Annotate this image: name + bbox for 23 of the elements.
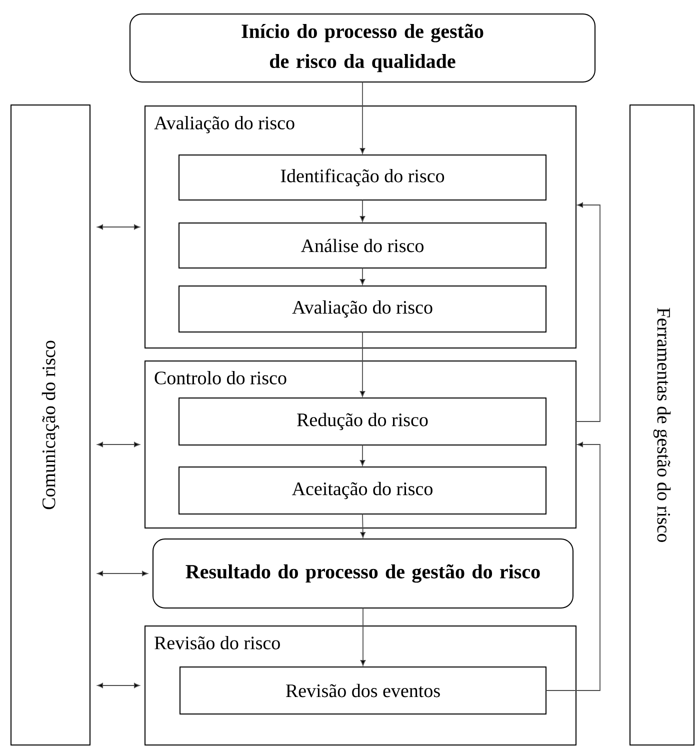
arrow xyxy=(360,514,366,538)
arrow xyxy=(97,442,140,448)
arrow xyxy=(360,608,366,666)
arrow xyxy=(360,268,366,285)
arrow xyxy=(546,442,600,691)
arrow xyxy=(360,82,366,154)
side-panel: Ferramentas de gestão do risco xyxy=(630,104,694,746)
process-box: Revisão dos eventos xyxy=(180,666,546,714)
terminal-box: Resultado do processo de gestão do risco xyxy=(152,538,574,608)
terminal-box: Início do processo de gestão de risco da qualidade xyxy=(130,14,596,82)
process-box: Redução do risco xyxy=(178,398,546,446)
arrow xyxy=(576,202,600,422)
arrow xyxy=(360,200,366,222)
process-box: Identificação do risco xyxy=(178,154,546,200)
side-panel: Comunicação do risco xyxy=(10,104,90,746)
arrow xyxy=(97,682,140,688)
process-box: Aceitação do risco xyxy=(178,466,546,514)
process-box: Avaliação do risco xyxy=(178,286,546,332)
arrow xyxy=(97,570,148,576)
arrow xyxy=(360,332,366,397)
arrow xyxy=(360,444,366,466)
process-box: Análise do risco xyxy=(178,222,546,268)
arrow xyxy=(97,224,140,230)
